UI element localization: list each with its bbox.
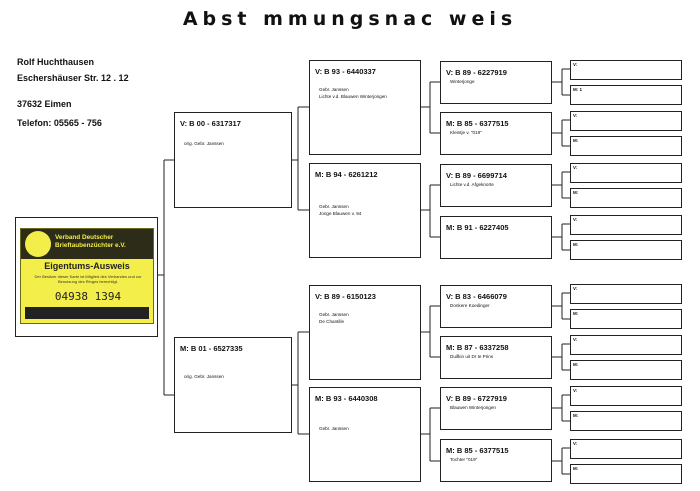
pigeon-desc: Tochter "019" (450, 457, 478, 462)
great-grandparent-box: M: B 87 - 6337258 Duifkin uit Dr te Prin… (440, 336, 552, 379)
pigeon-desc: Blauwen Winterjongen (450, 405, 496, 410)
great-grandparent-box: V: B 89 - 6227919 Winterjonge (440, 61, 552, 104)
pigeon-desc: Winterjonge (450, 79, 475, 84)
great-grandparent-box: V: B 89 - 6727919 Blauwen Winterjongen (440, 387, 552, 430)
leaf-box: M: (570, 411, 682, 431)
owner-city: 37632 Eimen (17, 99, 72, 109)
pigeon-desc: Gebr. Janssen (319, 312, 349, 317)
card-organization: Verband Deutscher Brieftaubenzüchter e.V… (55, 234, 126, 249)
pigeon-desc: Kleintje v. "019" (450, 130, 482, 135)
leaf-box: M: (570, 188, 682, 208)
grandparent-box: M: B 94 - 6261212 Gebr. Janssen Jonge Bl… (309, 163, 421, 258)
pigeon-id: M: (573, 190, 579, 195)
pigeon-id: M: (573, 311, 579, 316)
leaf-box: V: (570, 386, 682, 406)
pigeon-id: M: B 91 - 6227405 (446, 223, 509, 232)
pigeon-desc: Gebr. Janssen (319, 87, 349, 92)
card-pattern-strip (25, 307, 149, 319)
pigeon-id: M: (573, 362, 579, 367)
pigeon-desc: De Chantille (319, 319, 345, 324)
page-title: Abst mmungsnac weis (182, 8, 518, 30)
pigeon-id: V: B 00 - 6317317 (180, 119, 241, 128)
pigeon-id: M: 1 (573, 87, 582, 92)
dove-logo-icon (25, 231, 51, 257)
pigeon-id: M: B 93 - 6440308 (315, 394, 378, 403)
parent-father-box: V: B 00 - 6317317 orig. Gebr. Janssen (174, 112, 292, 208)
leaf-box: V: (570, 60, 682, 80)
leaf-box: V: (570, 111, 682, 131)
pigeon-id: M: B 85 - 6377515 (446, 119, 509, 128)
grandparent-box: M: B 93 - 6440308 Gebr. Janssen (309, 387, 421, 482)
leaf-box: M: (570, 360, 682, 380)
pigeon-id: M: (573, 138, 579, 143)
pigeon-desc: orig. Gebr. Janssen (184, 374, 224, 379)
owner-street: Eschershäuser Str. 12 . 12 (17, 73, 129, 83)
pigeon-desc: orig. Gebr. Janssen (184, 141, 224, 146)
pigeon-desc: Lichte v.d. Blauwen Winterjongen (319, 94, 387, 99)
pigeon-id: V: (573, 113, 578, 118)
ownership-card: Verband Deutscher Brieftaubenzüchter e.V… (20, 228, 154, 324)
pigeon-desc: Duifkin uit Dr te Prins (450, 354, 494, 359)
pigeon-id: M: B 87 - 6337258 (446, 343, 509, 352)
pigeon-id: V: (573, 217, 578, 222)
leaf-box: V: (570, 284, 682, 304)
leaf-box: V: (570, 163, 682, 183)
pigeon-id: V: B 89 - 6150123 (315, 292, 376, 301)
pigeon-desc: Lichte v.d. Afgeknorte (450, 182, 494, 187)
pigeon-id: V: (573, 441, 578, 446)
pigeon-id: V: (573, 337, 578, 342)
pigeon-id: V: B 83 - 6466079 (446, 292, 507, 301)
pigeon-id: V: (573, 165, 578, 170)
leaf-box: M: (570, 309, 682, 329)
owner-name: Rolf Huchthausen (17, 57, 95, 67)
pigeon-id: M: (573, 466, 579, 471)
pigeon-id: M: (573, 242, 579, 247)
root-pigeon-box: Verband Deutscher Brieftaubenzüchter e.V… (15, 217, 158, 337)
great-grandparent-box: M: B 85 - 6377515 Kleintje v. "019" (440, 112, 552, 155)
pigeon-id: M: B 85 - 6377515 (446, 446, 509, 455)
card-title: Eigentums-Ausweis (44, 261, 130, 271)
great-grandparent-box: V: B 89 - 6699714 Lichte v.d. Afgeknorte (440, 164, 552, 207)
great-grandparent-box: M: B 91 - 6227405 (440, 216, 552, 259)
leaf-box: V: (570, 335, 682, 355)
great-grandparent-box: M: B 85 - 6377515 Tochter "019" (440, 439, 552, 482)
pigeon-id: M: B 94 - 6261212 (315, 170, 378, 179)
pigeon-desc: Donkere Koedinger (450, 303, 490, 308)
great-grandparent-box: V: B 83 - 6466079 Donkere Koedinger (440, 285, 552, 328)
pigeon-id: V: (573, 388, 578, 393)
pigeon-id: M: (573, 413, 579, 418)
card-header: Verband Deutscher Brieftaubenzüchter e.V… (21, 229, 153, 259)
leaf-box: M: (570, 136, 682, 156)
leaf-box: M: (570, 464, 682, 484)
card-number: 04938 1394 (54, 290, 122, 303)
pigeon-id: V: (573, 286, 578, 291)
pigeon-id: V: B 93 - 6440337 (315, 67, 376, 76)
owner-phone: Telefon: 05565 - 756 (17, 118, 102, 128)
card-note: Der Besitzer dieser Karte ist Mitglied d… (34, 274, 142, 284)
pigeon-desc: Jonge Blauwen v. 94 (319, 211, 362, 216)
leaf-box: V: (570, 215, 682, 235)
pigeon-id: V: (573, 62, 578, 67)
grandparent-box: V: B 89 - 6150123 Gebr. Janssen De Chant… (309, 285, 421, 380)
pigeon-id: V: B 89 - 6227919 (446, 68, 507, 77)
leaf-box: M: 1 (570, 85, 682, 105)
pigeon-id: V: B 89 - 6727919 (446, 394, 507, 403)
pigeon-desc: Gebr. Janssen (319, 204, 349, 209)
pigeon-desc: Gebr. Janssen (319, 426, 349, 431)
grandparent-box: V: B 93 - 6440337 Gebr. Janssen Lichte v… (309, 60, 421, 155)
parent-mother-box: M: B 01 - 6527335 orig. Gebr. Janssen (174, 337, 292, 433)
pigeon-id: M: B 01 - 6527335 (180, 344, 243, 353)
leaf-box: V: (570, 439, 682, 459)
leaf-box: M: (570, 240, 682, 260)
pigeon-id: V: B 89 - 6699714 (446, 171, 507, 180)
